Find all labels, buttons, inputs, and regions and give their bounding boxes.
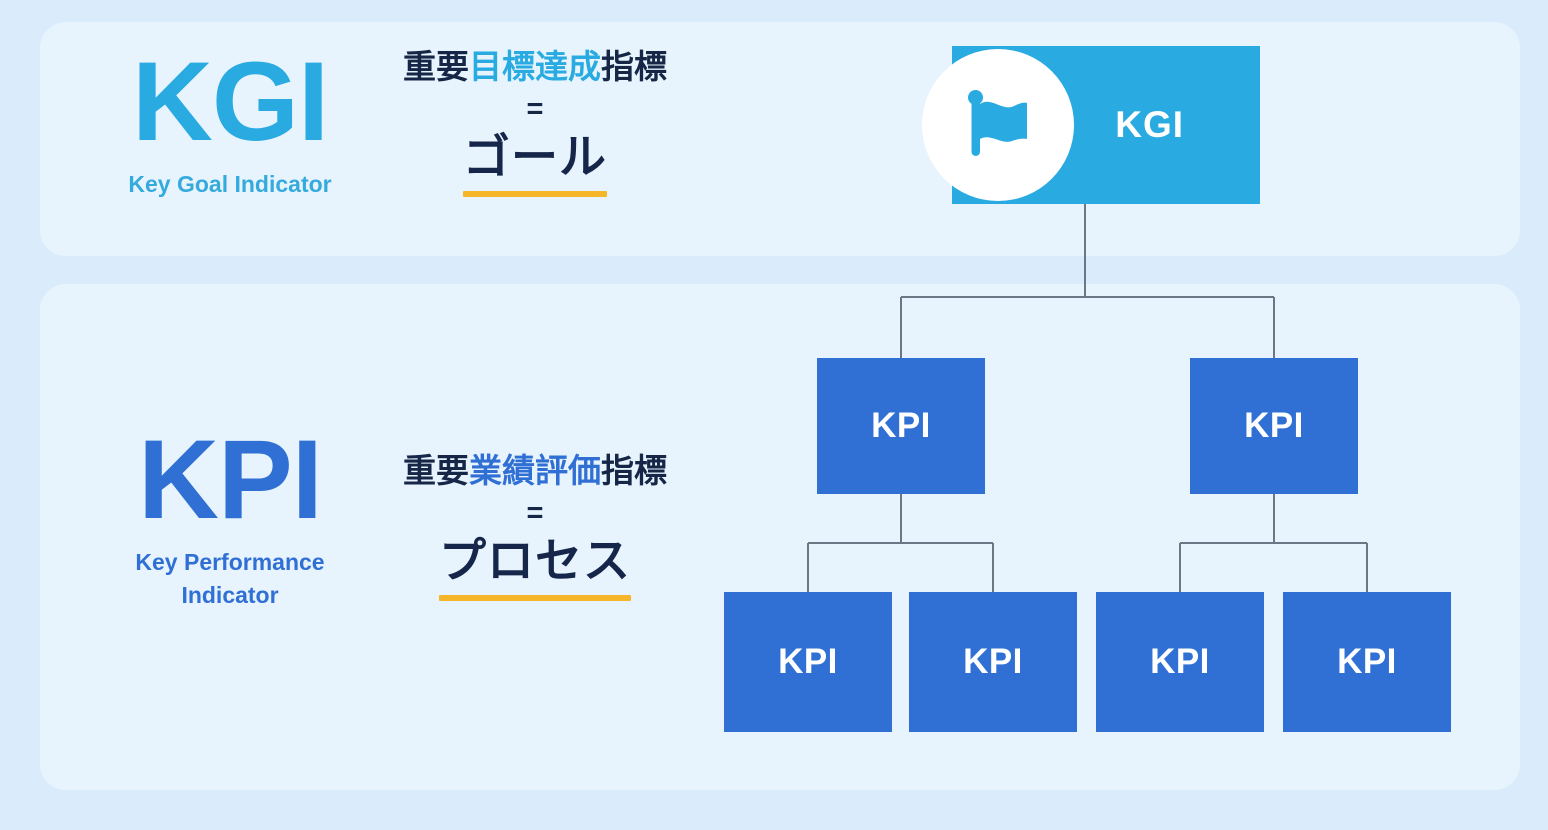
kgi-panel — [40, 22, 1520, 256]
tree-node-kpi-level3-4-label: KPI — [1337, 642, 1397, 681]
tree-node-kpi-level3-3[interactable]: KPI — [1096, 592, 1264, 732]
tree-node-kpi-level3-3-label: KPI — [1150, 642, 1210, 681]
kpi-keyword-wrap: プロセス — [439, 533, 631, 601]
tree-node-kpi-level3-2-label: KPI — [963, 642, 1023, 681]
tree-connector-lines — [806, 204, 1369, 592]
kpi-acronym: KPI — [138, 417, 323, 542]
kpi-definition-japanese: 重要業績評価指標 — [370, 452, 700, 491]
kpi-def-highlight: 業績評価 — [469, 452, 601, 489]
tree-node-kgi-label: KGI — [1115, 104, 1184, 145]
tree-node-kpi-level2-2[interactable]: KPI — [1190, 358, 1358, 494]
kpi-definition-block: 重要業績評価指標 = プロセス — [370, 452, 700, 601]
kgi-def-suffix: 指標 — [601, 48, 667, 85]
kpi-keyword-underline — [439, 594, 631, 601]
kgi-definition-block: 重要目標達成指標 = ゴール — [370, 48, 700, 197]
kgi-label-block: KGI Key Goal Indicator — [20, 46, 440, 201]
kpi-label-block: KPI Key Performance Indicator — [20, 424, 440, 611]
kpi-equals-sign: = — [526, 496, 544, 529]
tree-node-kpi-level3-1-label: KPI — [778, 642, 838, 681]
tree-node-kpi-level2-1[interactable]: KPI — [817, 358, 985, 494]
kpi-keyword: プロセス — [439, 534, 631, 588]
kgi-keyword-underline — [463, 190, 607, 197]
kgi-keyword: ゴール — [463, 130, 607, 184]
kgi-acronym-expansion: Key Goal Indicator — [128, 171, 332, 197]
kpi-def-suffix: 指標 — [601, 452, 667, 489]
kgi-icon-circle — [922, 49, 1074, 201]
kgi-equals-sign: = — [526, 92, 544, 125]
kpi-acronym-expansion-line1: Key Performance — [135, 549, 325, 575]
tree-node-kgi[interactable]: KGI — [922, 46, 1260, 204]
flag-icon — [968, 90, 1027, 156]
kpi-acronym-expansion-line2: Indicator — [181, 581, 279, 608]
kgi-def-highlight: 目標達成 — [469, 48, 601, 85]
kgi-keyword-wrap: ゴール — [463, 129, 607, 197]
tree-node-kpi-level2-1-label: KPI — [871, 406, 931, 445]
kpi-acronym-expansion: Key Performance Indicator — [20, 546, 440, 611]
tree-node-kpi-level2-2-label: KPI — [1244, 406, 1304, 445]
kgi-acronym: KGI — [131, 39, 329, 164]
tree-node-kpi-level3-4[interactable]: KPI — [1283, 592, 1451, 732]
kpi-def-prefix: 重要 — [403, 452, 469, 489]
kgi-kpi-tree: KGI KPI KPI KPI KPI KPI KPI — [700, 0, 1548, 830]
kgi-definition-japanese: 重要目標達成指標 — [370, 48, 700, 87]
tree-node-kpi-level3-2[interactable]: KPI — [909, 592, 1077, 732]
kgi-def-prefix: 重要 — [403, 48, 469, 85]
tree-node-kpi-level3-1[interactable]: KPI — [724, 592, 892, 732]
